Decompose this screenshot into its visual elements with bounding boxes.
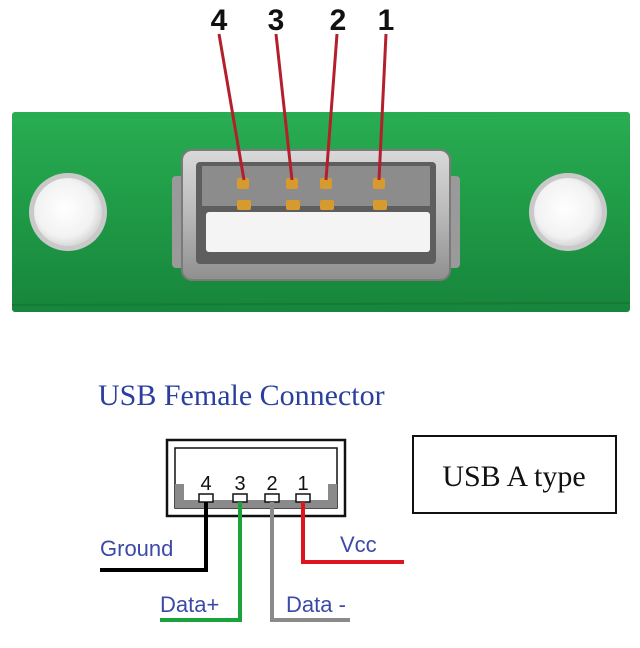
wire-ground xyxy=(100,502,208,572)
wire-vcc xyxy=(301,502,404,564)
mounting-hole-left xyxy=(29,173,107,251)
contacts-bottom xyxy=(237,200,387,210)
wire-label-vcc: Vcc xyxy=(340,532,377,557)
connector-schematic: 4 3 2 1 xyxy=(165,438,347,518)
usb-receptacle xyxy=(172,149,460,281)
photo-pin-number-2: 2 xyxy=(330,4,347,37)
wire-data-minus xyxy=(270,502,350,622)
photo-leader-lines xyxy=(217,33,388,181)
photo-pin-number-4: 4 xyxy=(211,4,228,37)
contacts-top xyxy=(237,178,385,189)
schematic-pin-number-4: 4 xyxy=(200,473,211,495)
schematic-pin-number-2: 2 xyxy=(266,473,277,495)
wire-label-ground: Ground xyxy=(100,536,173,561)
photo-pin-number-1: 1 xyxy=(378,4,395,37)
schematic-pin-number-3: 3 xyxy=(234,473,245,495)
wire-label-data-minus: Data - xyxy=(286,592,346,617)
mounting-hole-right xyxy=(529,173,607,251)
plastic-tongue xyxy=(206,212,430,252)
wire-label-data-plus: Data+ xyxy=(160,592,219,617)
diagram-title: USB Female Connector xyxy=(98,379,385,412)
schematic-pin-number-1: 1 xyxy=(297,473,308,495)
pcb-photo: 4 3 2 1 xyxy=(11,4,631,312)
type-label-box: USB A type xyxy=(412,435,617,514)
photo-pin-number-3: 3 xyxy=(268,4,285,37)
type-label: USB A type xyxy=(442,460,585,493)
wires xyxy=(100,502,404,622)
wire-data-plus xyxy=(160,502,242,622)
